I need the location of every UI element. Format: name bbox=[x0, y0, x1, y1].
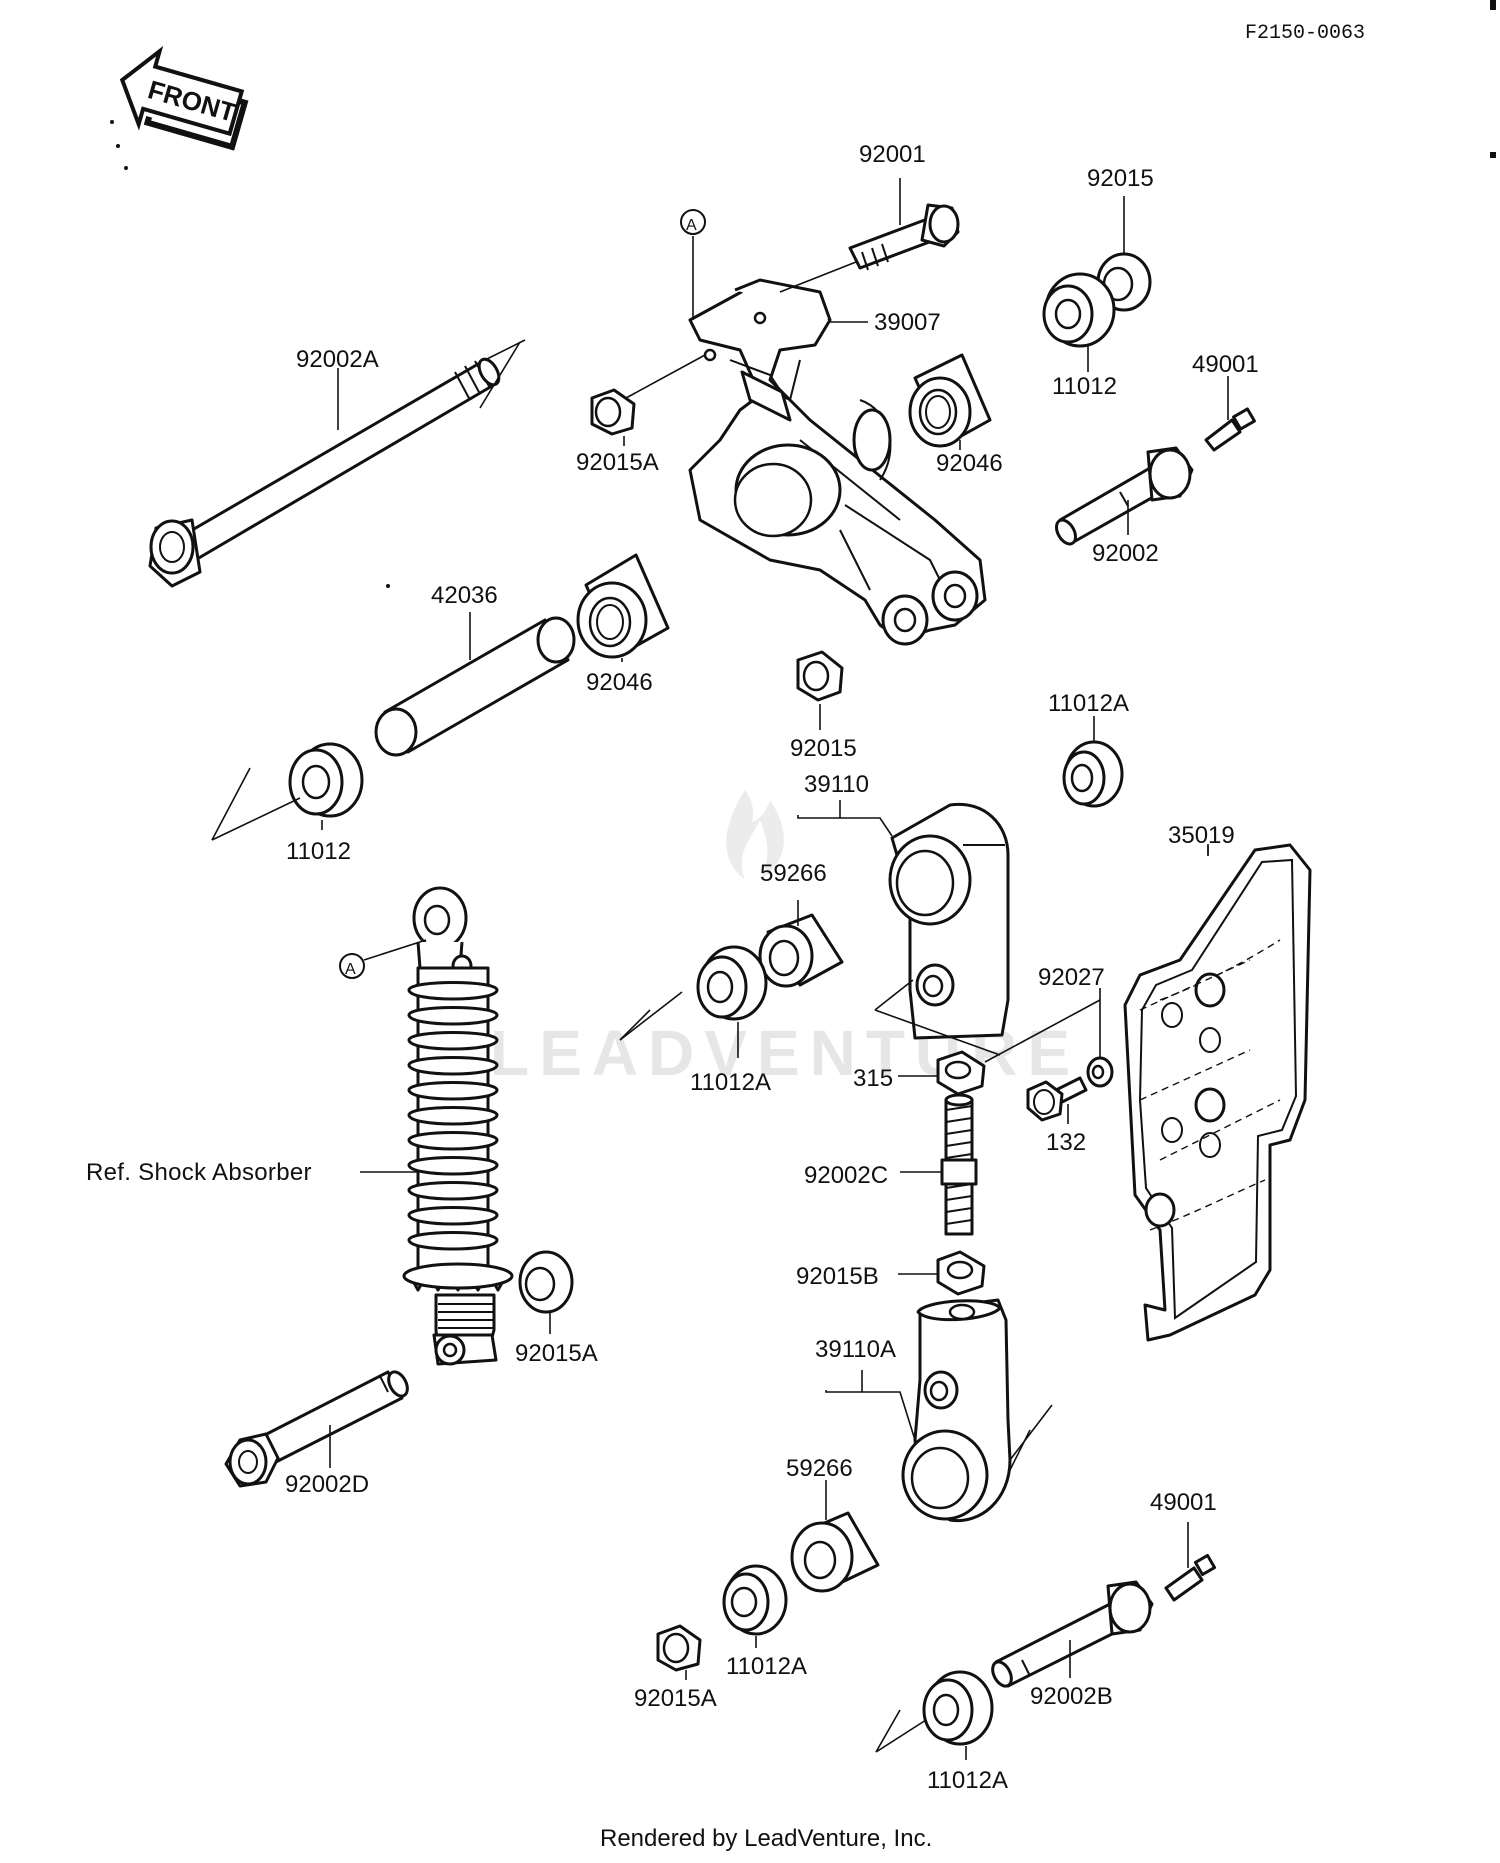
label-92002C: 92002C bbox=[804, 1162, 888, 1189]
label-35019: 35019 bbox=[1168, 822, 1235, 849]
grease-nipple-49001-top-icon bbox=[1204, 407, 1256, 452]
collar-11012A-mid-icon bbox=[1062, 740, 1124, 808]
bushing-92046-left-icon bbox=[576, 553, 670, 659]
nut-92015A-top-icon bbox=[590, 388, 636, 436]
nut-315-icon bbox=[936, 1050, 986, 1096]
callout-A-shock bbox=[339, 953, 365, 979]
label-92015A-shock: 92015A bbox=[515, 1340, 598, 1367]
bushing-59266-bottom-icon bbox=[790, 1511, 880, 1593]
label-92027: 92027 bbox=[1038, 964, 1105, 991]
label-92015A-bot: 92015A bbox=[634, 1685, 717, 1712]
label-49001-bot: 49001 bbox=[1150, 1489, 1217, 1516]
washer-92027-icon bbox=[1086, 1056, 1114, 1088]
label-92015B: 92015B bbox=[796, 1263, 879, 1290]
bushing-92046-right-icon bbox=[908, 353, 992, 448]
shock-absorber-icon bbox=[402, 886, 514, 1366]
label-39110: 39110 bbox=[804, 771, 869, 798]
bushing-59266-top-icon bbox=[758, 913, 844, 988]
label-39110A: 39110A bbox=[815, 1336, 896, 1363]
bolt-92002D-icon bbox=[224, 1370, 409, 1488]
collar-11012A-bottom2-icon bbox=[922, 1670, 994, 1746]
sleeve-42036-icon bbox=[374, 616, 576, 757]
grease-nipple-49001-bottom-icon bbox=[1164, 1553, 1217, 1602]
ref-shock-absorber-label: Ref. Shock Absorber bbox=[86, 1159, 312, 1186]
edge-mark-icon bbox=[1490, 152, 1496, 158]
collar-11012A-left-icon bbox=[696, 945, 768, 1021]
diagram-code: F2150-0063 bbox=[1245, 22, 1365, 45]
label-11012A-mid: 11012A bbox=[1048, 690, 1129, 717]
nut-92015A-shock-icon bbox=[518, 1250, 574, 1314]
label-92015-top: 92015 bbox=[1087, 165, 1154, 192]
label-59266-top: 59266 bbox=[760, 860, 827, 887]
label-59266-bot: 59266 bbox=[786, 1455, 853, 1482]
label-11012A-left: 11012A bbox=[690, 1069, 771, 1096]
label-92002D: 92002D bbox=[285, 1471, 369, 1498]
guard-35019-icon bbox=[1123, 843, 1312, 1342]
footer-credit: Rendered by LeadVenture, Inc. bbox=[600, 1825, 932, 1852]
nut-92015A-bottom-icon bbox=[656, 1624, 702, 1672]
collar-11012-top-icon bbox=[1042, 272, 1116, 348]
scan-specks bbox=[110, 120, 128, 170]
label-11012A-bot: 11012A bbox=[726, 1653, 807, 1680]
tie-rod-39110A-lower-icon bbox=[901, 1298, 1012, 1523]
corner-mark-icon bbox=[1490, 0, 1496, 10]
bolt-92002-icon bbox=[1055, 446, 1194, 546]
stud-92002C-icon bbox=[940, 1093, 978, 1236]
callout-A-top-text: A bbox=[686, 217, 697, 234]
label-92046-right: 92046 bbox=[936, 450, 1003, 477]
label-315: 315 bbox=[853, 1065, 893, 1092]
callout-A-top bbox=[680, 209, 706, 235]
tie-rod-39110-upper-icon bbox=[888, 802, 1010, 1040]
bolt-132-icon bbox=[1026, 1076, 1088, 1122]
label-11012A-bot2: 11012A bbox=[927, 1767, 1008, 1794]
label-92046-left: 92046 bbox=[586, 669, 653, 696]
bolt-92001-icon bbox=[848, 203, 960, 271]
label-11012-left: 11012 bbox=[286, 838, 351, 865]
collar-11012-left-icon bbox=[288, 742, 364, 818]
collar-11012A-bottom-icon bbox=[722, 1564, 788, 1636]
bolt-92002B-icon bbox=[991, 1580, 1154, 1688]
front-arrow-icon: FRONT bbox=[119, 45, 249, 151]
rocker-arm-39007-icon bbox=[688, 278, 987, 646]
callout-A-shock-text: A bbox=[345, 961, 356, 978]
label-92002A: 92002A bbox=[296, 346, 379, 373]
label-132: 132 bbox=[1046, 1129, 1086, 1156]
bolt-92002A-icon bbox=[148, 357, 501, 588]
label-49001-top: 49001 bbox=[1192, 351, 1259, 378]
label-92001: 92001 bbox=[859, 141, 926, 168]
nut-92015B-icon bbox=[936, 1250, 986, 1296]
label-92015A-top: 92015A bbox=[576, 449, 659, 476]
label-92002: 92002 bbox=[1092, 540, 1159, 567]
label-42036: 42036 bbox=[431, 582, 498, 609]
label-92002B: 92002B bbox=[1030, 1683, 1113, 1710]
label-92015-mid: 92015 bbox=[790, 735, 857, 762]
label-39007: 39007 bbox=[874, 309, 941, 336]
nut-92015-mid-icon bbox=[796, 650, 844, 702]
label-11012-top: 11012 bbox=[1052, 373, 1117, 400]
